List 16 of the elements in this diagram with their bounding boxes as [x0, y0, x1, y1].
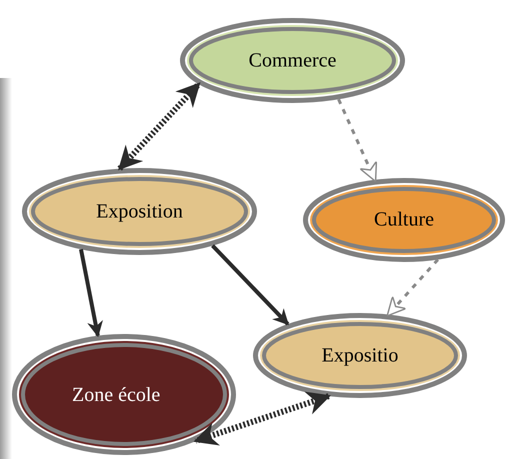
node-label: Commerce [248, 49, 338, 72]
arrow [211, 244, 290, 326]
arrow [386, 258, 440, 317]
ellipse-node [180, 18, 405, 103]
ellipse-node [303, 178, 505, 262]
node-label: Zone école [72, 382, 162, 408]
ellipse-node [12, 334, 236, 455]
node-label: Exposition [95, 200, 184, 223]
arrow [79, 248, 103, 338]
arrow [337, 98, 378, 182]
ellipse-node [22, 168, 257, 255]
node-label: Culture [373, 208, 435, 232]
ellipse-node [253, 313, 467, 398]
node-label: Expositio [320, 344, 400, 367]
arrow [193, 392, 331, 446]
arrow [117, 82, 202, 171]
